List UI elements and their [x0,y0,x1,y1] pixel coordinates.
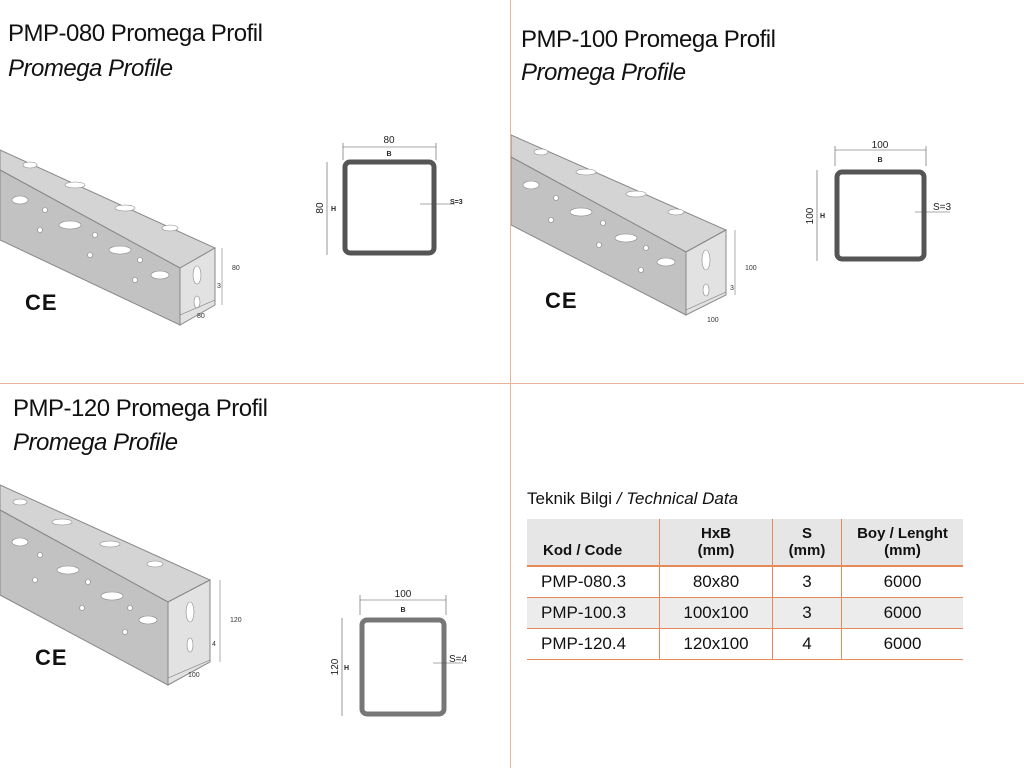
panel-1-cross-section: 80 B 80 H S=3 [315,135,463,256]
cell-length: 6000 [841,597,963,629]
cell-s: 4 [772,628,842,660]
panel-3-section-width: 100 [395,589,412,600]
cell-code: PMP-100.3 [527,597,660,629]
panel-3-profile-image: 120 4 100 [0,484,242,686]
cell-s: 3 [772,566,842,598]
panel-1-section-width: 80 [383,135,395,146]
panel-1-section-height: 80 [315,202,326,214]
table-header-row: Kod / Code HxB(mm) S(mm) Boy / Lenght(mm… [527,519,963,567]
technical-heading-en: / Technical Data [616,489,739,508]
panel-1-subtitle: Promega Profile [8,55,173,82]
panel-1-section-width-letter: B [386,151,391,158]
cell-code: PMP-120.4 [527,628,660,660]
panel-3-section-width-letter: B [400,607,405,614]
technical-data-heading: Teknik Bilgi / Technical Data [527,489,738,509]
col-header-hxb: HxB(mm) [659,519,773,567]
vertical-divider [510,0,511,768]
panel-3-cross-section: 100 B 120 H S=4 [330,589,468,717]
panel-1-profile-image: 80 3 80 [0,149,240,326]
panel-2-ce-mark: CE [545,288,578,313]
cell-hxb: 120x100 [659,628,773,660]
panel-2-cross-section: 100 B 100 H S=3 [805,140,952,262]
cell-length: 6000 [841,628,963,660]
panel-2-subtitle: Promega Profile [521,59,686,86]
panel-2-title: PMP-100 Promega Profil [521,26,776,53]
panel-2-section-height: 100 [805,207,816,224]
panel-3-subtitle: Promega Profile [13,429,178,456]
panel-2-profile-image: 100 3 100 [511,134,757,324]
panel-1-ce-mark: CE [25,290,58,315]
panel-2-section-thickness: S=3 [933,202,952,213]
technical-data-table: Kod / Code HxB(mm) S(mm) Boy / Lenght(mm… [527,519,963,660]
panel-1-profile-height: 80 [232,265,240,272]
cell-hxb: 80x80 [659,566,773,598]
panel-3-profile-thickness: 4 [212,641,216,648]
panel-2-profile-width: 100 [707,317,719,324]
panel-2-section-width: 100 [872,140,889,151]
panel-1-profile-thickness: 3 [217,283,221,290]
cell-hxb: 100x100 [659,597,773,629]
cell-code: PMP-080.3 [527,566,660,598]
panel-1-section-thickness: S=3 [450,199,463,206]
col-header-code: Kod / Code [527,519,660,567]
horizontal-divider [0,383,1024,384]
panel-3-title: PMP-120 Promega Profil [13,395,268,422]
table-row: PMP-120.4 120x100 4 6000 [527,628,963,660]
table-row: PMP-080.3 80x80 3 6000 [527,566,963,598]
panel-3-section-thickness: S=4 [449,654,468,665]
panel-2-section-height-letter: H [820,213,825,220]
panel-3-profile-height: 120 [230,617,242,624]
panel-3-ce-mark: CE [35,645,68,670]
col-header-length: Boy / Lenght(mm) [841,519,963,567]
panel-1-profile-width: 80 [197,313,205,320]
cell-s: 3 [772,597,842,629]
panel-3-section-height-letter: H [344,665,349,672]
table-row: PMP-100.3 100x100 3 6000 [527,597,963,629]
cell-length: 6000 [841,566,963,598]
panel-3-section-height: 120 [330,658,341,675]
panel-2-section-width-letter: B [877,157,882,164]
panel-2-profile-height: 100 [745,265,757,272]
panel-1-title: PMP-080 Promega Profil [8,20,263,47]
panel-1-section-height-letter: H [331,206,336,213]
panel-3-profile-width: 100 [188,672,200,679]
technical-heading-tr: Teknik Bilgi [527,489,613,508]
col-header-s: S(mm) [772,519,842,567]
panel-2-profile-thickness: 3 [730,285,734,292]
